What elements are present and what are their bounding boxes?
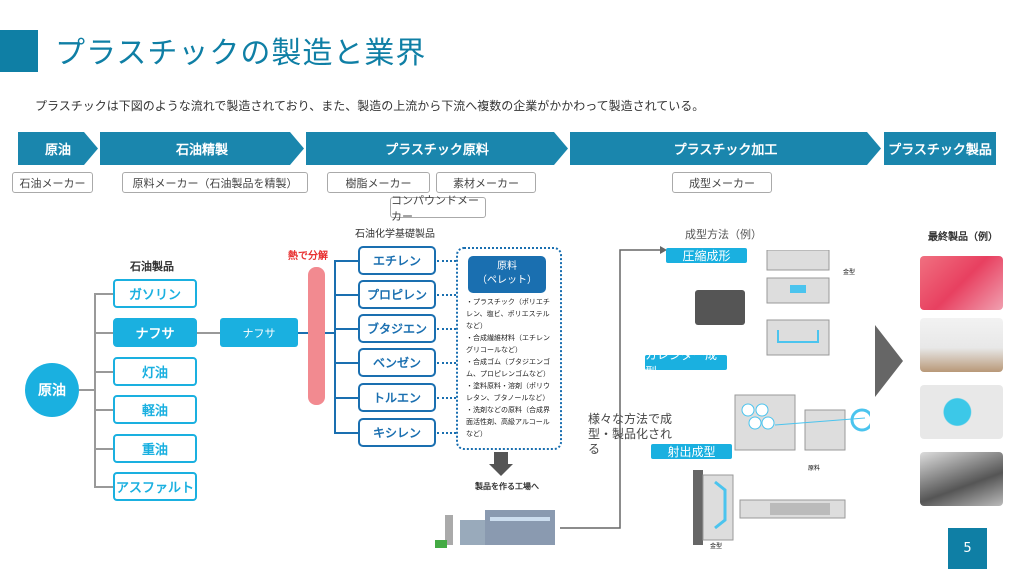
page-title: プラスチックの製造と業界 [55, 36, 427, 71]
method-calender: カレンダー成型 [645, 348, 727, 379]
pellet-title: 原料（ペレット） [468, 256, 546, 293]
product-gasoline: ガソリン [113, 279, 197, 308]
product-image-cushion [920, 256, 1003, 310]
basic-label: 石油化学基礎製品 [355, 229, 435, 240]
company-resin: 樹脂メーカー [327, 172, 430, 193]
company-raw: 原料メーカー（石油製品を精製） [122, 172, 308, 193]
method-compression: 圧縮成形 [666, 248, 747, 263]
down-arrow-icon [494, 452, 508, 464]
methods-label: 成型方法（例） [685, 228, 762, 241]
product-kerosene: 灯油 [113, 357, 197, 386]
basic-ethylene: エチレン [358, 246, 436, 275]
factory-icon [435, 510, 555, 548]
page-number: 5 [948, 528, 987, 569]
method-injection: 射出成型 [651, 444, 732, 459]
subtitle: プラスチックは下図のような流れで製造されており、また、製造の上流から下流へ複数の… [35, 99, 705, 113]
product-naphtha: ナフサ [113, 318, 197, 347]
stage-refining: 石油精製 [100, 132, 304, 165]
product-image-parts [920, 452, 1003, 506]
stage-processing: プラスチック加工 [570, 132, 881, 165]
svg-text:金型: 金型 [710, 542, 722, 550]
pellet-list: ・プラスチック（ポリエチレン、塩ビ、ポリエステルなど）・合成繊維材料（エチレング… [466, 298, 550, 438]
svg-text:原料: 原料 [808, 464, 820, 472]
basic-benzene: ベンゼン [358, 348, 436, 377]
naphtha-box: ナフサ [220, 318, 298, 347]
company-oil: 石油メーカー [12, 172, 93, 193]
cracking-bar [308, 267, 325, 405]
basic-butadiene: ブタジエン [358, 314, 436, 343]
product-image-bucket [920, 385, 1003, 439]
connector [94, 293, 96, 488]
svg-text:金型: 金型 [843, 268, 855, 276]
company-molding: 成型メーカー [672, 172, 772, 193]
stage-products: プラスチック製品 [884, 132, 996, 165]
stage-crude: 原油 [18, 132, 98, 165]
product-asphalt: アスファルト [113, 472, 197, 501]
connector [79, 389, 95, 391]
basic-propylene: プロピレン [358, 280, 436, 309]
title-accent [0, 30, 38, 72]
crude-circle: 原油 [25, 363, 79, 417]
product-heavy-oil: 重油 [113, 434, 197, 463]
triangle-arrow-icon [875, 325, 903, 397]
product-light-oil: 軽油 [113, 395, 197, 424]
product-image-floor [920, 318, 1003, 372]
final-label: 最終製品（例） [928, 232, 998, 243]
molding-illustrations: 金型 原料 金型 [693, 250, 870, 550]
pellet-panel [456, 247, 562, 450]
company-material: 素材メーカー [436, 172, 536, 193]
cracking-label: 熱で分解 [288, 251, 328, 262]
various-methods-text: 様々な方法で成型・製品化される [588, 412, 673, 456]
basic-xylene: キシレン [358, 418, 436, 447]
basic-toluene: トルエン [358, 383, 436, 412]
stage-material: プラスチック原料 [306, 132, 568, 165]
petroleum-label: 石油製品 [130, 260, 174, 273]
flow-line [560, 246, 667, 529]
factory-label: 製品を作る工場へ [475, 482, 539, 491]
company-compound: コンパウンドメーカー [390, 194, 486, 223]
